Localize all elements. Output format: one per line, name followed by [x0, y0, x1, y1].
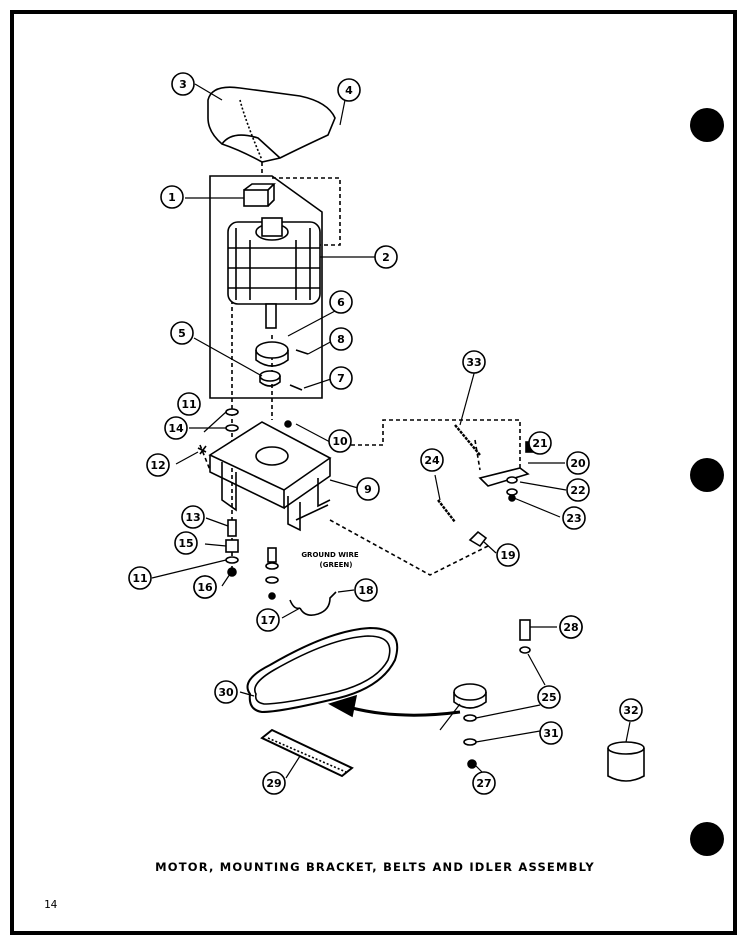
binder-hole [690, 822, 724, 856]
callout-bubble [329, 290, 353, 314]
callout-bubble [539, 721, 563, 745]
callout-bubble [337, 78, 361, 102]
callout-bubble [329, 327, 353, 351]
callout-bubble [559, 615, 583, 639]
callout-number: 4 [345, 84, 353, 97]
binder-hole [690, 458, 724, 492]
callout-number: 12 [150, 459, 165, 472]
callout-bubble [562, 506, 586, 530]
callout-bubble [146, 453, 170, 477]
pump-belt [260, 728, 354, 778]
callout-bubble [181, 505, 205, 529]
callout-number: 19 [500, 549, 515, 562]
motor-cover [207, 86, 336, 163]
callout-bubble [193, 575, 217, 599]
callout-number: 11 [181, 398, 196, 411]
callout-bubble [174, 531, 198, 555]
callout-bubble [566, 451, 590, 475]
binder-hole [690, 108, 724, 142]
callout-number: 7 [337, 372, 345, 385]
callout-number: 9 [364, 483, 372, 496]
motor [227, 217, 321, 329]
idler-arm [478, 467, 530, 487]
callout-number: 30 [218, 686, 234, 699]
callout-number: 20 [570, 457, 586, 470]
page-border [10, 10, 737, 935]
callout-number: 29 [266, 777, 281, 790]
callout-bubble [354, 578, 378, 602]
motor-switch [243, 189, 269, 207]
drive-belt [246, 626, 399, 714]
callout-bubble [356, 477, 380, 501]
idler-spring-lower [437, 499, 456, 523]
callout-bubble [328, 429, 352, 453]
callout-number: 24 [424, 454, 440, 467]
callout-bubble [528, 431, 552, 455]
callout-bubble [472, 771, 496, 795]
callout-bubble [164, 416, 188, 440]
callout-bubble [619, 698, 643, 722]
callout-number: 28 [563, 621, 578, 634]
callout-bubble [566, 478, 590, 502]
callout-bubble [128, 566, 152, 590]
motor-group-box [209, 175, 323, 399]
callout-bubble [329, 366, 353, 390]
ground-wire-note-line2: (GREEN) [320, 561, 353, 569]
callout-number: 22 [570, 484, 585, 497]
callout-number: 13 [185, 511, 200, 524]
callout-bubble [171, 72, 195, 96]
callout-number: 31 [543, 727, 558, 740]
callout-number: 15 [178, 537, 193, 550]
callout-number: 6 [337, 296, 345, 309]
callout-number: 21 [532, 437, 547, 450]
callout-number: 32 [623, 704, 638, 717]
direction-arrow [351, 706, 461, 717]
callout-bubble [496, 543, 520, 567]
callout-number: 14 [168, 422, 184, 435]
ground-wire-note-line1: GROUND WIRE [301, 551, 359, 559]
callout-number: 23 [566, 512, 581, 525]
callout-bubble [256, 608, 280, 632]
callout-bubble [420, 448, 444, 472]
callout-number: 27 [476, 777, 491, 790]
callout-number: 25 [541, 691, 556, 704]
callout-number: 33 [466, 356, 481, 369]
callout-bubble [177, 392, 201, 416]
callout-bubble [170, 321, 194, 345]
callout-number: 18 [358, 584, 373, 597]
part-32-capacitor [607, 741, 645, 782]
callout-number: 10 [332, 435, 348, 448]
callout-bubble [374, 245, 398, 269]
callout-number: 3 [179, 78, 187, 91]
callout-number: 2 [382, 251, 390, 264]
callout-bubble [214, 680, 238, 704]
mounting-bracket [208, 421, 332, 532]
callout-number: 1 [168, 191, 176, 204]
callout-bubble [262, 771, 286, 795]
callout-number: 16 [197, 581, 213, 594]
callout-number: 17 [260, 614, 275, 627]
callout-bubble [462, 350, 486, 374]
callout-bubble [160, 185, 184, 209]
idler-pulley [453, 683, 487, 701]
callout-bubble [537, 685, 561, 709]
diagram-caption: MOTOR, MOUNTING BRACKET, BELTS AND IDLER… [155, 860, 595, 874]
callout-number: 8 [337, 333, 345, 346]
callout-number: 5 [178, 327, 186, 340]
idler-spring-upper [454, 424, 481, 456]
page-number: 14 [44, 898, 58, 911]
motor-pulley-small [259, 370, 281, 382]
callout-number: 11 [132, 572, 147, 585]
motor-pulley [255, 341, 289, 359]
ground-wire [299, 591, 337, 616]
